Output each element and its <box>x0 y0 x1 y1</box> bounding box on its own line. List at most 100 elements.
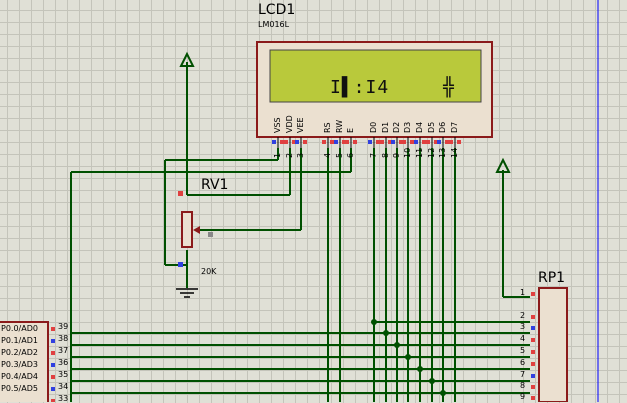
lcd-pin-number: 14 <box>450 147 459 158</box>
lcd-display-glyph: ╬ <box>443 77 455 98</box>
lcd-pin-marker <box>457 140 461 144</box>
lcd-pin-marker <box>402 140 406 144</box>
rpack-pin-marker <box>531 338 535 342</box>
mcu-pin-marker <box>51 399 55 402</box>
lcd-pin-name: D2 <box>392 121 401 133</box>
rpack-pin-marker <box>531 362 535 366</box>
lcd-pin-name: D5 <box>427 121 436 133</box>
rpack-pin-markers <box>531 292 535 400</box>
mcu-pin-marker <box>51 327 55 331</box>
rpack-pin-marker <box>531 385 535 389</box>
mcu-pin-number: 39 <box>58 322 69 331</box>
lcd-pin-marker <box>330 140 334 144</box>
lcd-pin-marker <box>342 140 346 144</box>
rpack-pin-number: 7 <box>520 370 526 379</box>
lcd-pin-marker <box>422 140 426 144</box>
lcd-pin-number: 13 <box>438 147 447 158</box>
lcd-pin-marker <box>284 140 288 144</box>
rpack-pin-marker <box>531 374 535 378</box>
lcd-pin-marker <box>280 140 284 144</box>
lcd-pin-marker <box>303 140 307 144</box>
lcd-pin-marker <box>414 140 418 144</box>
lcd-pin-marker <box>292 140 296 144</box>
lcd-pin-number: 12 <box>427 147 436 158</box>
lcd-pin-name: D6 <box>438 121 447 133</box>
lcd-pin-marker <box>434 140 438 144</box>
lcd-pin-name: RS <box>323 122 332 133</box>
rpack-pin-number: 6 <box>520 358 526 367</box>
lcd-pin-name: D4 <box>415 121 424 133</box>
rpack-ref-label: RP1 <box>538 270 566 286</box>
mcu-pin-marker <box>51 387 55 391</box>
lcd-ref-label: LCD1 <box>258 2 296 18</box>
mcu-body[interactable] <box>0 321 49 402</box>
lcd-pin-marker <box>388 140 392 144</box>
lcd-pin-number: 8 <box>381 152 390 158</box>
rpack-pin-number: 2 <box>520 311 526 320</box>
rpack-pin-marker <box>531 350 535 354</box>
pot-pin-marker <box>208 232 213 237</box>
lcd-pin-marker <box>345 140 349 144</box>
lcd-pin-number: 9 <box>392 152 401 158</box>
lcd-pin-marker <box>449 140 453 144</box>
pot-pin-marker <box>178 262 183 267</box>
mcu-pin-name: P0.5/AD5 <box>1 384 38 393</box>
lcd-pin-number: 7 <box>369 152 378 158</box>
lcd-pin-marker <box>426 140 430 144</box>
lcd-pin-marker <box>334 140 338 144</box>
lcd-pin-marker <box>368 140 372 144</box>
lcd-display-text: I▌:I4 <box>330 77 390 98</box>
mcu-pin-name: P0.4/AD4 <box>1 372 38 381</box>
rpack-pin-number: 9 <box>520 392 526 401</box>
rpack-pin-number: 8 <box>520 381 526 390</box>
lcd-pin-marker <box>399 140 403 144</box>
lcd-pin-marker <box>380 140 384 144</box>
ground-icon[interactable] <box>176 288 198 298</box>
lcd-pin-number: 3 <box>296 152 305 158</box>
lcd-pin-name: RW <box>335 119 344 133</box>
wires <box>70 62 530 402</box>
lcd-pin-marker <box>322 140 326 144</box>
mcu-pin-number: 35 <box>58 370 69 379</box>
junctions <box>371 319 446 396</box>
mcu-pin-number: 37 <box>58 346 69 355</box>
lcd-pin-name: VEE <box>296 117 305 133</box>
mcu-pin-marker <box>51 339 55 343</box>
lcd-pin-marker <box>445 140 449 144</box>
lcd-pin-marker <box>272 140 276 144</box>
lcd-pin-group <box>272 137 461 148</box>
lcd-pin-number: 10 <box>403 147 412 158</box>
pot-value-label: 20K <box>201 267 217 276</box>
lcd-pin-name: D0 <box>369 121 378 133</box>
lcd-pin-name: VSS <box>273 117 282 133</box>
lcd-pin-marker <box>437 140 441 144</box>
lcd-pin-number: 5 <box>335 152 344 158</box>
mcu-pin-name: P0.2/AD2 <box>1 348 38 357</box>
lcd-pin-marker <box>295 140 299 144</box>
rpack-pin-number: 3 <box>520 322 526 331</box>
lcd-screen <box>269 49 482 103</box>
rpack-body[interactable] <box>538 287 568 402</box>
mcu-pin-marker <box>51 375 55 379</box>
power-terminal-rp-icon[interactable] <box>495 157 511 173</box>
pot-wiper-icon <box>193 226 200 234</box>
pot-pin-marker <box>178 191 183 196</box>
rpack-pin-number: 1 <box>520 288 526 297</box>
lcd-pin-name: D3 <box>403 121 412 133</box>
power-terminal-icon[interactable] <box>179 51 195 67</box>
lcd-pin-marker <box>391 140 395 144</box>
pot-body[interactable] <box>181 211 193 248</box>
mcu-pin-name: P0.1/AD1 <box>1 336 38 345</box>
lcd-pin-marker <box>376 140 380 144</box>
rpack-pin-marker <box>531 326 535 330</box>
lcd-pin-name: VDD <box>285 115 294 133</box>
lcd-pin-number: 11 <box>415 147 424 158</box>
rpack-pin-number: 4 <box>520 334 526 343</box>
mcu-pin-number: 33 <box>58 394 69 403</box>
lcd-pin-name: E <box>346 127 355 133</box>
lcd-model-label: LM016L <box>258 20 290 29</box>
mcu-pin-number: 38 <box>58 334 69 343</box>
lcd-pin-number: 6 <box>346 152 355 158</box>
mcu-pin-marker <box>51 351 55 355</box>
